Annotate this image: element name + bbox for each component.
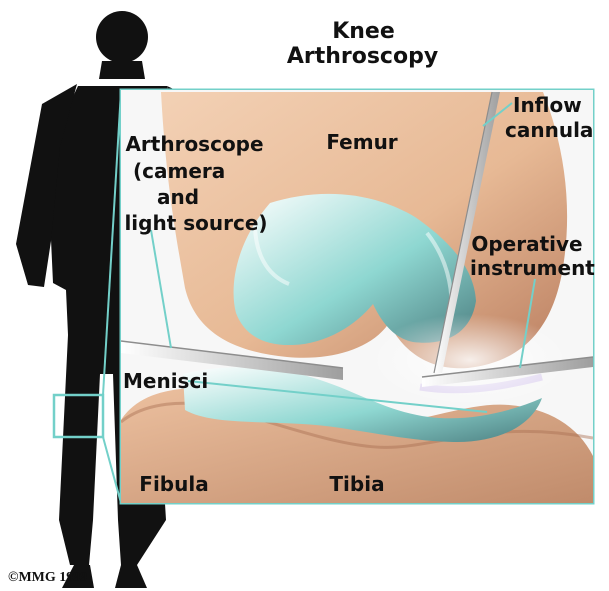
copyright: ©MMG 1999 [8, 570, 87, 586]
fibula-label: Fibula [138, 474, 210, 495]
femur-label: Femur [326, 132, 398, 153]
arthroscope-label-line-1: Arthroscope [125, 134, 264, 155]
inflow-cannula-label-line-1: Inflow [513, 95, 585, 116]
arthroscope-label-line-2: (camera [133, 161, 221, 182]
menisci-label: Menisci [123, 371, 209, 392]
arthroscope-label-line-4: light source) [124, 213, 268, 234]
title-line-2: Arthroscopy [281, 45, 444, 69]
inflow-cannula-label-line-2: cannula [505, 120, 595, 141]
title-line-1: Knee [324, 20, 403, 44]
light-glow [370, 314, 570, 406]
arthroscope-label-line-3: and [156, 187, 200, 208]
tibia-label: Tibia [324, 474, 390, 495]
operative-instrument-label-line-1: Operative [471, 234, 583, 255]
operative-instrument-label-line-2: instrument [470, 258, 586, 279]
